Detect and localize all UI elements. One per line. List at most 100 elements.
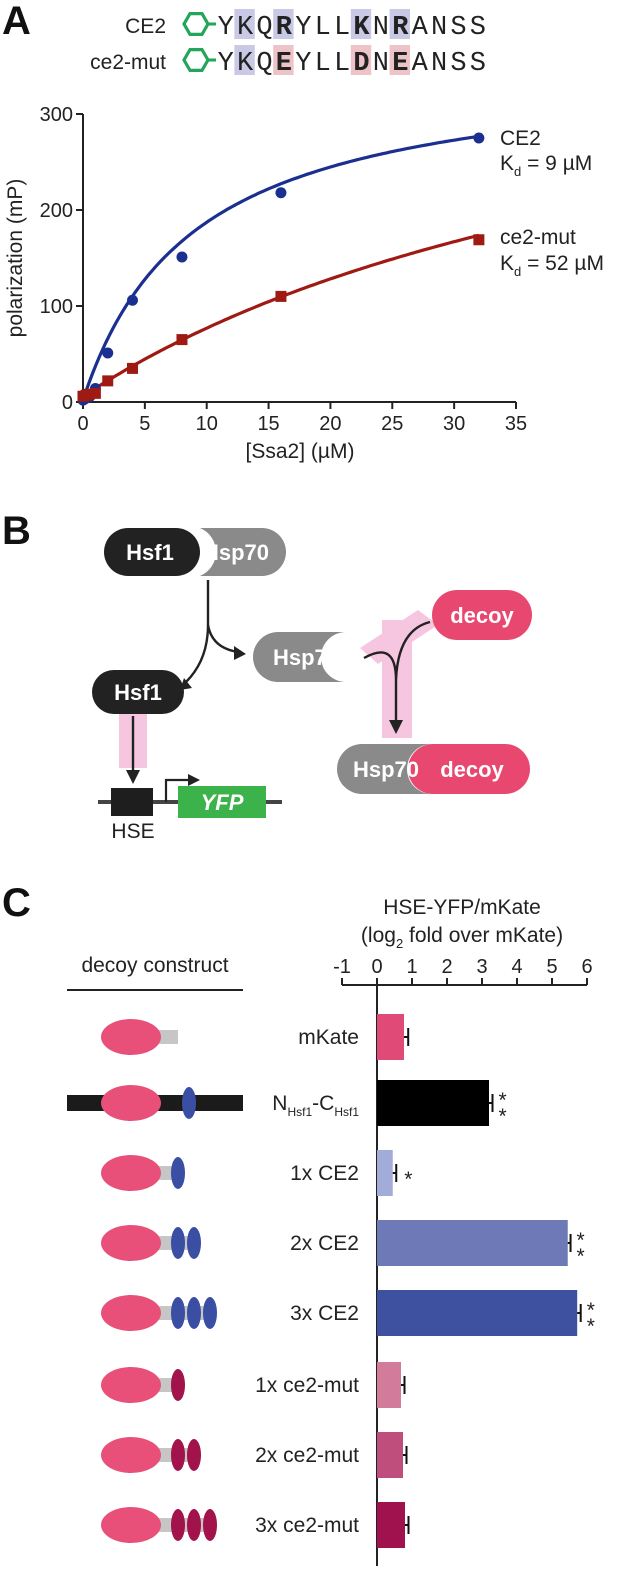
bar-x-tick-label: 4 (511, 956, 522, 978)
bar-x-tick-label: 2 (441, 956, 452, 978)
bar-x-tick-label: 3 (476, 956, 487, 978)
legend-ce2-kd: Kd = 9 µM (500, 152, 592, 179)
data-point (89, 387, 101, 399)
ce2-domain (171, 1297, 185, 1329)
data-point (473, 132, 485, 144)
residue: K (237, 49, 254, 79)
dissociation-arrow-right (206, 624, 239, 654)
ce2-mut-domain (187, 1439, 201, 1471)
significance-marker: * (577, 1245, 585, 1268)
bar-category-label: NHsf1-CHsf1 (272, 1092, 359, 1119)
decoy-shape (432, 590, 532, 640)
residue-highlight (234, 45, 255, 75)
legend-ce2: CE2 (500, 127, 541, 150)
residue: E (276, 49, 292, 79)
construct-header: decoy construct (81, 954, 228, 977)
ce2-mut-domain (171, 1369, 185, 1401)
bar-category-label: 3x CE2 (290, 1302, 359, 1325)
data-point (126, 362, 138, 374)
x-tick-label: 0 (77, 413, 88, 435)
residue: N (373, 49, 389, 79)
residue: K (237, 13, 254, 43)
significance-marker: * (499, 1105, 507, 1128)
peptide-name: ce2-mut (90, 51, 166, 74)
x-tick-label: 35 (505, 413, 527, 435)
residue: S (450, 13, 466, 43)
bar-chart-title: HSE-YFP/mKate (383, 896, 541, 919)
significance-marker: * (587, 1299, 595, 1322)
binding-arrow (363, 620, 431, 722)
residue: Y (295, 49, 311, 79)
residue: Q (256, 49, 272, 79)
hsp70-complex-label: Hsp70 (203, 540, 269, 565)
mkate-domain (101, 1155, 161, 1191)
pathway-schematic: Hsf1 Hsp70 Hsf1 Hsp70 decoy Hsp70 decoy … (92, 528, 532, 843)
promoter-arrowhead (188, 774, 200, 786)
residue-highlight (389, 9, 410, 39)
significance-marker: * (577, 1229, 585, 1252)
residue: R (276, 13, 293, 43)
data-point (102, 375, 114, 387)
y-axis-label: polarization (mP) (4, 179, 27, 338)
residue-highlight (350, 9, 372, 39)
yfp-gene (178, 786, 266, 818)
data-point (275, 187, 287, 199)
residue-highlight (273, 9, 294, 39)
free-hsp70-label: Hsp70 (273, 645, 339, 670)
bar-x-tick-label: 5 (546, 956, 557, 978)
hse-element (111, 788, 153, 816)
fit-curve (81, 134, 480, 401)
bar (377, 1502, 405, 1548)
bar (377, 1432, 403, 1478)
residue: L (315, 49, 331, 79)
x-tick-label: 30 (443, 413, 465, 435)
mkate-domain (101, 1295, 161, 1331)
linker (158, 1030, 178, 1044)
x-tick-label: 5 (139, 413, 150, 435)
ce2-domain (182, 1087, 196, 1119)
ce2-mut-domain (187, 1509, 201, 1541)
residue: N (373, 13, 389, 43)
legend-ce2-mut: ce2-mut (500, 226, 576, 249)
bar (377, 1080, 489, 1126)
residue: Y (295, 13, 311, 43)
residue-highlight (389, 45, 410, 75)
residue-highlight (234, 9, 255, 39)
arrowhead-hse (126, 770, 140, 784)
residue: Q (256, 13, 272, 43)
bound-hsp70-shape (337, 744, 432, 794)
fluorophore-icon (182, 47, 210, 73)
bar (377, 1290, 578, 1336)
residue: A (412, 49, 429, 79)
residue: L (334, 13, 350, 43)
data-point (126, 294, 138, 306)
y-tick-label: 300 (40, 104, 73, 126)
mkate-domain (101, 1019, 161, 1055)
binding-data-points (77, 132, 485, 406)
ce2-domain (171, 1227, 185, 1259)
decoy-constructs (67, 1019, 243, 1543)
panel-label-b: B (2, 509, 31, 553)
data-point (83, 388, 95, 400)
bar (377, 1220, 568, 1266)
panel-label-a: A (2, 0, 31, 43)
significance-marker: * (499, 1089, 507, 1112)
residue: S (470, 49, 486, 79)
residue: S (470, 13, 486, 43)
mkate-domain (101, 1225, 161, 1261)
x-tick-label: 25 (381, 413, 403, 435)
significance-marker: * (404, 1168, 412, 1191)
residue: D (353, 49, 369, 79)
bound-decoy-shape (408, 744, 530, 794)
bar (377, 1014, 404, 1060)
y-tick-label: 100 (40, 296, 73, 318)
ce2-domain (187, 1227, 201, 1259)
x-tick-label: 20 (319, 413, 341, 435)
significance-marker: * (587, 1315, 595, 1338)
mkate-domain (101, 1507, 161, 1543)
residue: L (315, 13, 331, 43)
